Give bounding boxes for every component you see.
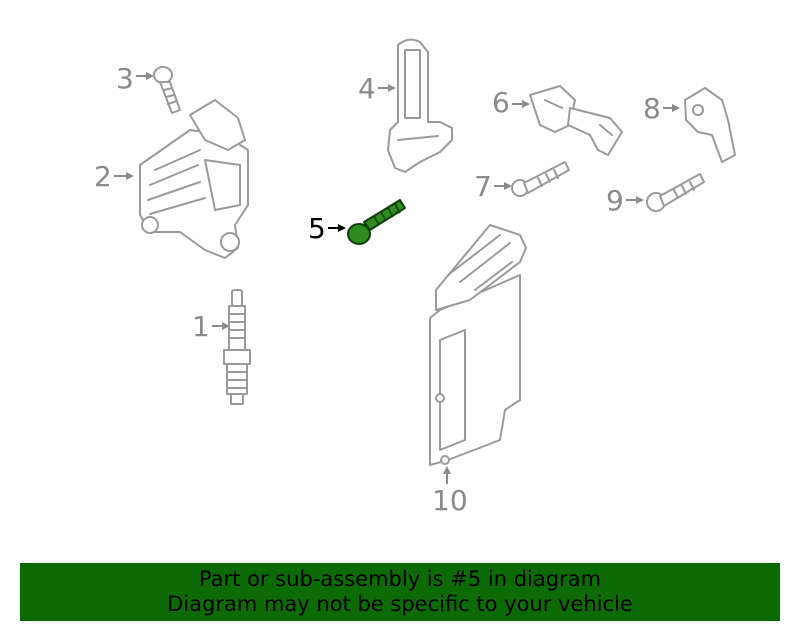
callout-9: 9 — [606, 184, 644, 217]
part-2-assembly[interactable] — [139, 99, 249, 259]
callout-7: 7 — [474, 170, 512, 203]
callout-6: 6 — [492, 86, 530, 119]
info-banner: Part or sub-assembly is #5 in diagram Di… — [20, 563, 780, 621]
part-1-spark-plug[interactable] — [223, 289, 251, 405]
callout-label-7: 7 — [474, 170, 492, 203]
banner-line-2: Diagram may not be specific to your vehi… — [167, 592, 633, 616]
part-8-sensor[interactable] — [684, 87, 736, 163]
callout-label-5: 5 — [308, 212, 326, 245]
part-4-sensor[interactable] — [387, 38, 453, 173]
callout-8: 8 — [643, 92, 680, 125]
part-3-bolt[interactable] — [153, 66, 181, 114]
part-10-control-module[interactable] — [429, 224, 527, 466]
callout-label-6: 6 — [492, 86, 510, 119]
callout-label-10: 10 — [432, 484, 468, 517]
callout-10: 10 — [432, 466, 468, 517]
callout-label-2: 2 — [94, 160, 112, 193]
banner-line-1: Part or sub-assembly is #5 in diagram — [198, 567, 602, 591]
callout-label-9: 9 — [606, 184, 624, 217]
part-9-bolt[interactable] — [646, 173, 705, 212]
callout-label-1: 1 — [192, 310, 210, 343]
callout-1: 1 — [192, 310, 230, 343]
parts-diagram: 1 2 3 4 — [94, 38, 736, 517]
part-7-bolt[interactable] — [511, 161, 570, 197]
part-6-sensor[interactable] — [529, 85, 623, 156]
callout-4: 4 — [358, 72, 396, 105]
callout-3: 3 — [116, 62, 154, 95]
part-5-bolt-highlighted[interactable] — [347, 199, 406, 245]
callout-label-4: 4 — [358, 72, 376, 105]
callout-label-3: 3 — [116, 62, 134, 95]
callout-2: 2 — [94, 160, 134, 193]
callout-5: 5 — [308, 212, 346, 245]
callout-label-8: 8 — [643, 92, 661, 125]
